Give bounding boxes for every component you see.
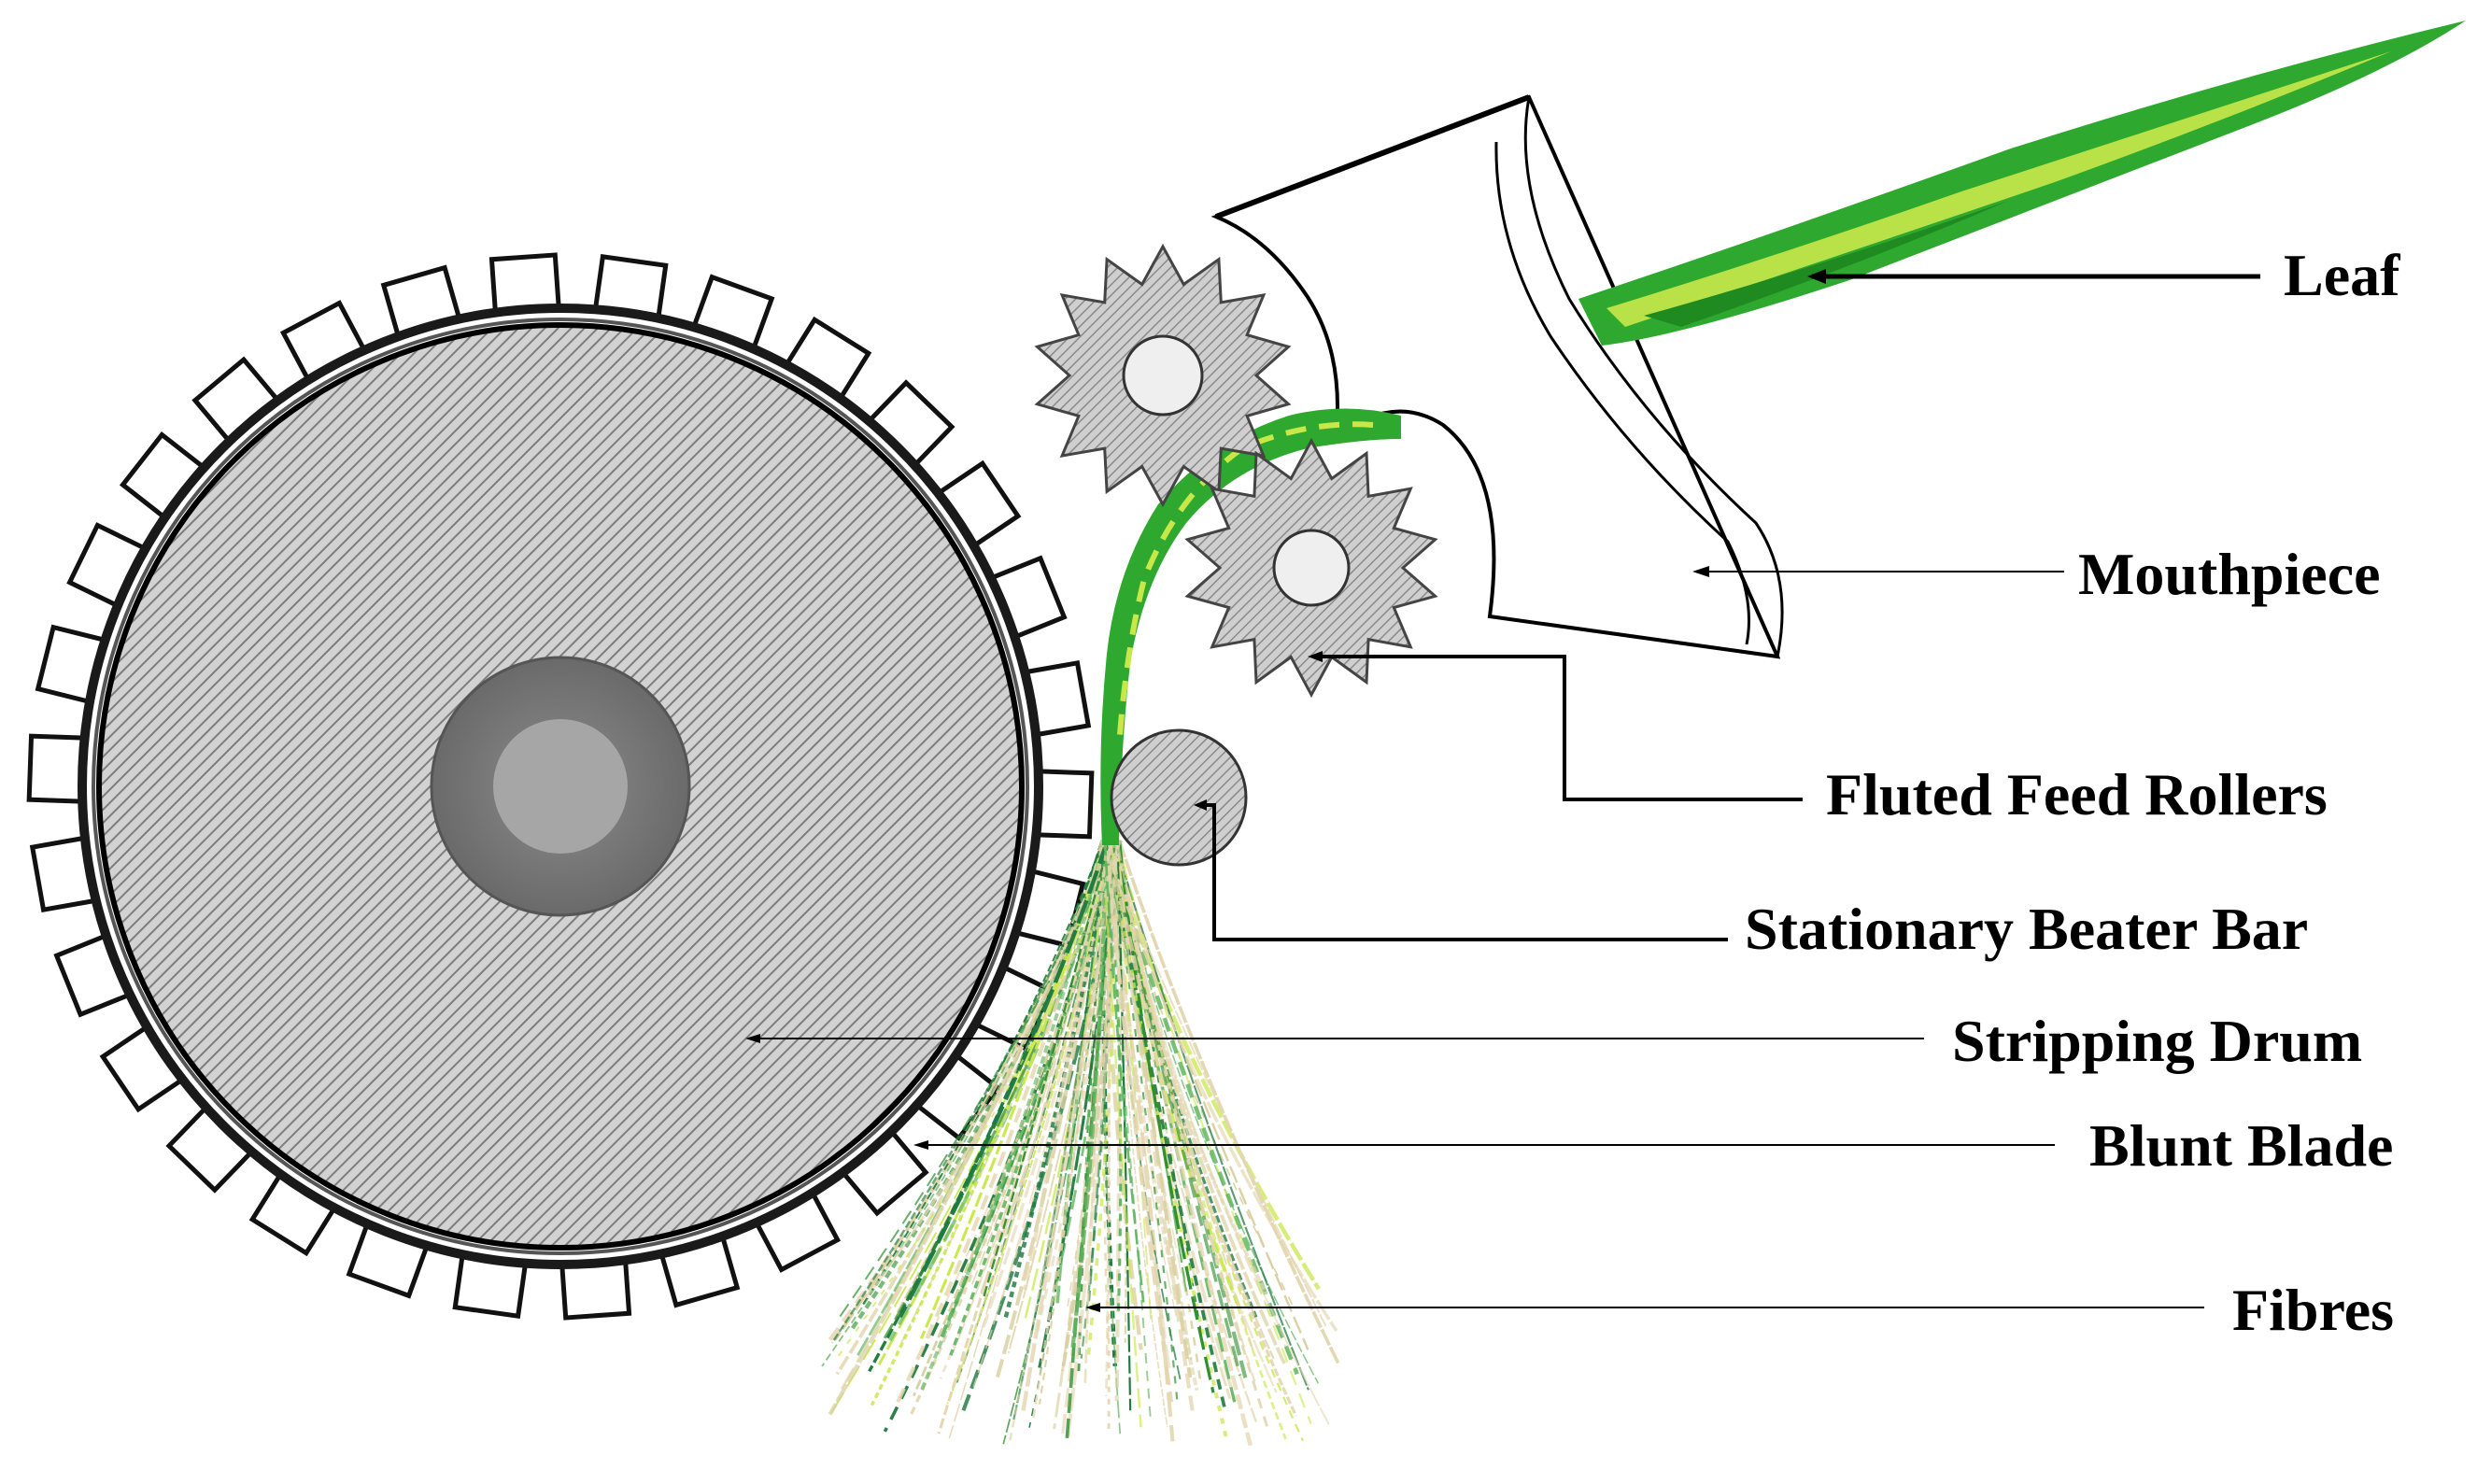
- fibre-strand: [982, 840, 1111, 1300]
- fibre-strand: [1060, 840, 1117, 1372]
- leaf: [1578, 21, 2466, 346]
- fibre-strand: [1116, 840, 1330, 1425]
- leader-lines: [745, 269, 2260, 1312]
- drum-axle: [493, 719, 628, 854]
- fibre-strand: [830, 840, 1113, 1344]
- fibre-strand: [1117, 840, 1341, 1366]
- fibre-strand: [909, 840, 1115, 1417]
- label-blunt-blade: Blunt Blade: [2089, 1112, 2393, 1179]
- label-stripping-drum: Stripping Drum: [1952, 1008, 2362, 1074]
- fibres: [821, 840, 1341, 1447]
- fibre-strand: [1083, 840, 1119, 1388]
- fibre-strand: [1107, 840, 1253, 1447]
- fibre-strand: [1103, 840, 1271, 1435]
- beater-bar-leader: [1197, 803, 1728, 941]
- label-stationary-beater-bar: Stationary Beater Bar: [1745, 896, 2308, 962]
- fibre-strand: [1009, 840, 1117, 1442]
- fibre-strand: [1103, 840, 1145, 1303]
- fluted-feed-roller-top: [1034, 243, 1292, 508]
- label-fluted-feed-rollers: Fluted Feed Rollers: [1826, 761, 2328, 827]
- fibre-strand: [1115, 840, 1338, 1332]
- feed-rollers-leader: [1312, 655, 1803, 801]
- fibre-strand: [1020, 840, 1122, 1416]
- fibre-strand: [1117, 840, 1215, 1393]
- fibre-strand: [836, 840, 1120, 1358]
- stationary-beater-bar: [1110, 728, 1248, 867]
- fibre-strand: [1106, 840, 1193, 1361]
- label-leaf: Leaf: [2284, 242, 2400, 308]
- fibre-strand: [1101, 840, 1142, 1428]
- label-mouthpiece: Mouthpiece: [2078, 541, 2381, 607]
- fluted-feed-roller-bottom: [1184, 437, 1438, 699]
- fibre-strand: [860, 840, 1104, 1307]
- fibre-strand: [970, 840, 1117, 1290]
- fibre-strand: [1035, 840, 1116, 1335]
- blunt-blades: [26, 252, 1095, 1321]
- label-fibres: Fibres: [2232, 1277, 2394, 1343]
- fibre-strand: [1116, 840, 1312, 1424]
- drum-rim-outer: [78, 304, 1043, 1269]
- drum-rim-inner: [92, 318, 1029, 1255]
- fibre-strand: [1038, 840, 1108, 1405]
- fibre-strand: [1066, 840, 1122, 1439]
- fibre-strand: [840, 840, 1108, 1392]
- fibre-strand: [1070, 840, 1108, 1349]
- leaf-strand: [1100, 408, 1401, 845]
- fibre-strand: [898, 840, 1110, 1319]
- fibre-strand: [1107, 840, 1199, 1392]
- fibre-strand: [821, 840, 1103, 1367]
- fibre-strand: [1107, 840, 1179, 1404]
- blunt-blade: [26, 733, 89, 804]
- fibre-strand: [961, 840, 1123, 1412]
- fibre-strand: [1105, 840, 1174, 1403]
- fibre-strand: [1100, 840, 1309, 1350]
- fibre-strand: [937, 840, 1115, 1435]
- stripping-drum: [26, 252, 1095, 1321]
- fibre-strand: [1110, 840, 1254, 1350]
- fibre-strand: [972, 840, 1112, 1388]
- blunt-blade: [1032, 769, 1095, 840]
- fibre-strand: [919, 840, 1107, 1393]
- fibre-strand: [1023, 840, 1105, 1291]
